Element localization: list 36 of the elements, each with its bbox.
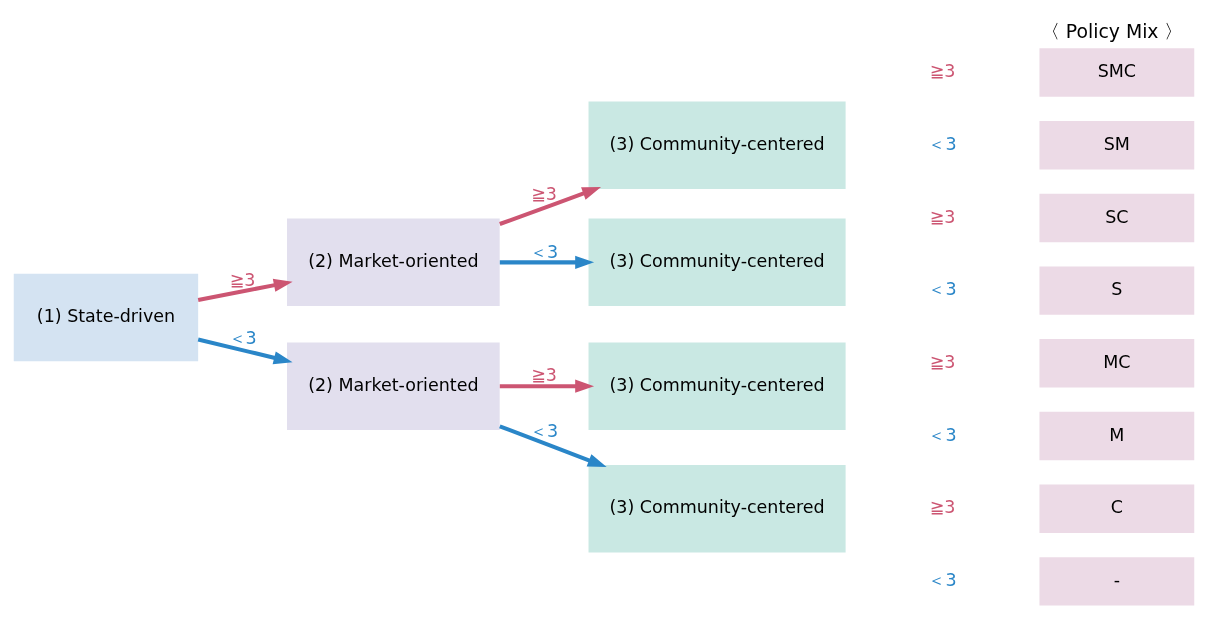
node-box: (3) Community-centered: [588, 218, 846, 306]
label: ≧3: [929, 60, 956, 81]
edge-label: ＜3: [530, 420, 559, 441]
diagram-title: 〈 Policy Mix 〉: [1040, 20, 1184, 42]
arrow: [197, 337, 293, 364]
label: ＜3: [928, 424, 957, 445]
edge-label: ＜3: [228, 327, 257, 348]
node-box: SM: [1039, 120, 1195, 169]
node-box: S: [1039, 265, 1195, 315]
arrow: [499, 379, 595, 393]
edge-label: ≧3: [229, 269, 256, 290]
node-box: SMC: [1039, 47, 1195, 97]
node-box: (3) Community-centered: [588, 101, 846, 189]
label: ＜3: [928, 278, 957, 299]
arrow: [499, 423, 607, 467]
label: ≧3: [929, 206, 956, 227]
arrow: [499, 186, 602, 226]
edge-label: ＜3: [530, 241, 559, 262]
node-box: MC: [1039, 338, 1195, 388]
node-box: (3) Community-centered: [588, 341, 846, 430]
arrow: [499, 255, 595, 269]
edge-label: ≧3: [531, 364, 557, 385]
label: ＜3: [928, 569, 957, 590]
node-box: (2) Market-oriented: [287, 341, 500, 430]
arrow: [197, 278, 293, 302]
node-box: (3) Community-centered: [588, 464, 846, 552]
node-box: M: [1039, 411, 1195, 460]
node-box: (2) Market-oriented: [287, 218, 500, 306]
edge-label: ≧3: [531, 183, 557, 204]
node-box: SC: [1039, 193, 1195, 242]
label: ＜3: [928, 133, 957, 154]
label: ≧3: [929, 496, 956, 517]
label: ≧3: [929, 351, 956, 372]
node-box: -: [1039, 556, 1195, 606]
node-box: C: [1039, 483, 1195, 533]
node-box: (1) State-driven: [13, 273, 199, 361]
